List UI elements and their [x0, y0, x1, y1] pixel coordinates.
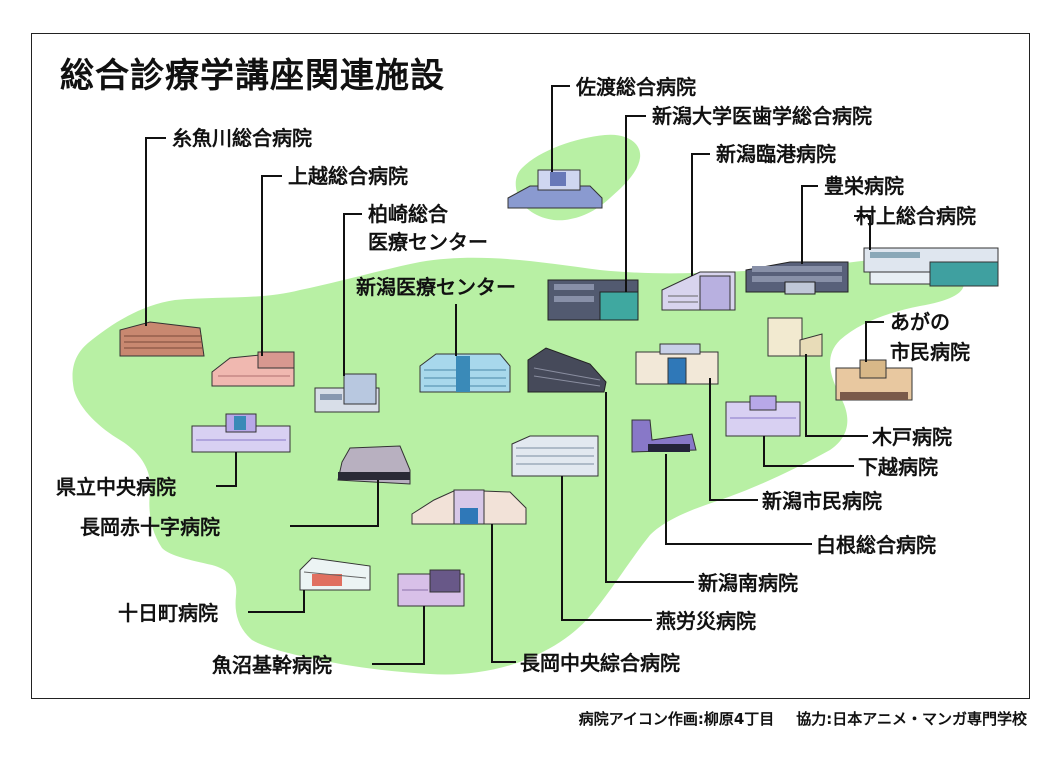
label-kido: 木戸病院: [872, 425, 952, 449]
label-nagaoka-sekijuji: 長岡赤十字病院: [80, 515, 220, 539]
leader-murakami: [854, 215, 871, 250]
niigata-univ-building-icon: [547, 279, 639, 321]
leader-uonuma: [372, 606, 425, 665]
leader-itoigawa: [145, 137, 166, 326]
kido-building-icon: [767, 317, 823, 357]
niigata-minami-building-icon: [527, 347, 607, 393]
leader-tsubame-rosai: [561, 476, 652, 621]
leader-lines: [145, 85, 884, 665]
map-title: 総合診療学講座関連施設: [60, 56, 445, 96]
leader-toyosaka: [801, 185, 818, 264]
label-itoigawa: 糸魚川総合病院: [172, 126, 312, 150]
joetsu-building-icon: [211, 351, 295, 387]
leader-kashiwazaki: [343, 213, 362, 376]
leader-niigata-univ: [625, 115, 646, 292]
leader-joetsu: [261, 175, 282, 356]
shimokoshi-building-icon: [725, 395, 801, 437]
leader-tokamachi: [248, 590, 305, 613]
label-shirone: 白根総合病院: [816, 533, 936, 557]
toyosaka-building-icon: [745, 261, 849, 295]
leader-shirone: [665, 454, 812, 545]
label-joetsu: 上越総合病院: [288, 164, 408, 188]
niigata-iryo-building-icon: [419, 353, 511, 393]
credit-line: 病院アイコン作画:柳原4丁目 協力:日本アニメ・マンガ専門学校: [579, 708, 1027, 729]
kashiwazaki-building-icon: [314, 373, 380, 413]
nagaoka-chuo-building-icon: [411, 489, 527, 525]
label-agano-2: 市民病院: [890, 340, 970, 364]
tsubame-rosai-building-icon: [511, 435, 599, 477]
label-toyosaka: 豊栄病院: [824, 174, 904, 198]
leader-kido: [805, 354, 868, 437]
leader-kenritsu-chuo: [216, 452, 237, 487]
credit-cooperation: 協力:日本アニメ・マンガ専門学校: [796, 710, 1027, 728]
leader-niigata-minami: [605, 392, 694, 583]
leader-agano: [865, 321, 884, 362]
label-agano-1: あがの: [890, 310, 950, 334]
leader-nagaoka-chuo: [491, 524, 516, 663]
uonuma-building-icon: [397, 569, 465, 607]
murakami-building-icon: [863, 247, 999, 287]
kenritsu-chuo-building-icon: [191, 413, 291, 453]
nagaoka-sekijuji-building-icon: [337, 445, 411, 485]
label-tsubame-rosai: 燕労災病院: [656, 609, 756, 633]
label-niigata-minami: 新潟南病院: [698, 571, 798, 595]
label-uonuma: 魚沼基幹病院: [212, 653, 332, 677]
label-shimokoshi: 下越病院: [858, 455, 938, 479]
credit-illustration: 病院アイコン作画:柳原4丁目: [578, 710, 775, 728]
label-niigata-univ: 新潟大学医歯学総合病院: [652, 104, 872, 128]
leader-niigata-shimin: [709, 378, 758, 501]
label-murakami: 村上総合病院: [856, 204, 976, 228]
leader-nagaoka-sekijuji: [290, 480, 379, 527]
rinko-building-icon: [661, 271, 736, 311]
label-rinko: 新潟臨港病院: [716, 142, 836, 166]
label-tokamachi: 十日町病院: [118, 601, 218, 625]
label-kenritsu-chuo: 県立中央病院: [56, 475, 176, 499]
shirone-building-icon: [631, 419, 697, 453]
agano-building-icon: [835, 359, 913, 401]
label-sado: 佐渡総合病院: [576, 75, 696, 99]
label-kashiwazaki-2: 医療センター: [368, 230, 488, 254]
sado-building-icon: [507, 169, 603, 209]
label-niigata-iryo: 新潟医療センター: [356, 275, 516, 299]
leader-sado: [551, 85, 570, 172]
tokamachi-building-icon: [299, 557, 371, 591]
niigata-shimin-building-icon: [635, 343, 719, 385]
label-nagaoka-chuo: 長岡中央綜合病院: [520, 651, 680, 675]
leader-rinko: [691, 153, 710, 276]
itoigawa-building-icon: [119, 321, 205, 357]
leader-shimokoshi: [763, 436, 854, 467]
label-niigata-shimin: 新潟市民病院: [762, 489, 882, 513]
label-kashiwazaki-1: 柏崎総合: [368, 202, 448, 226]
